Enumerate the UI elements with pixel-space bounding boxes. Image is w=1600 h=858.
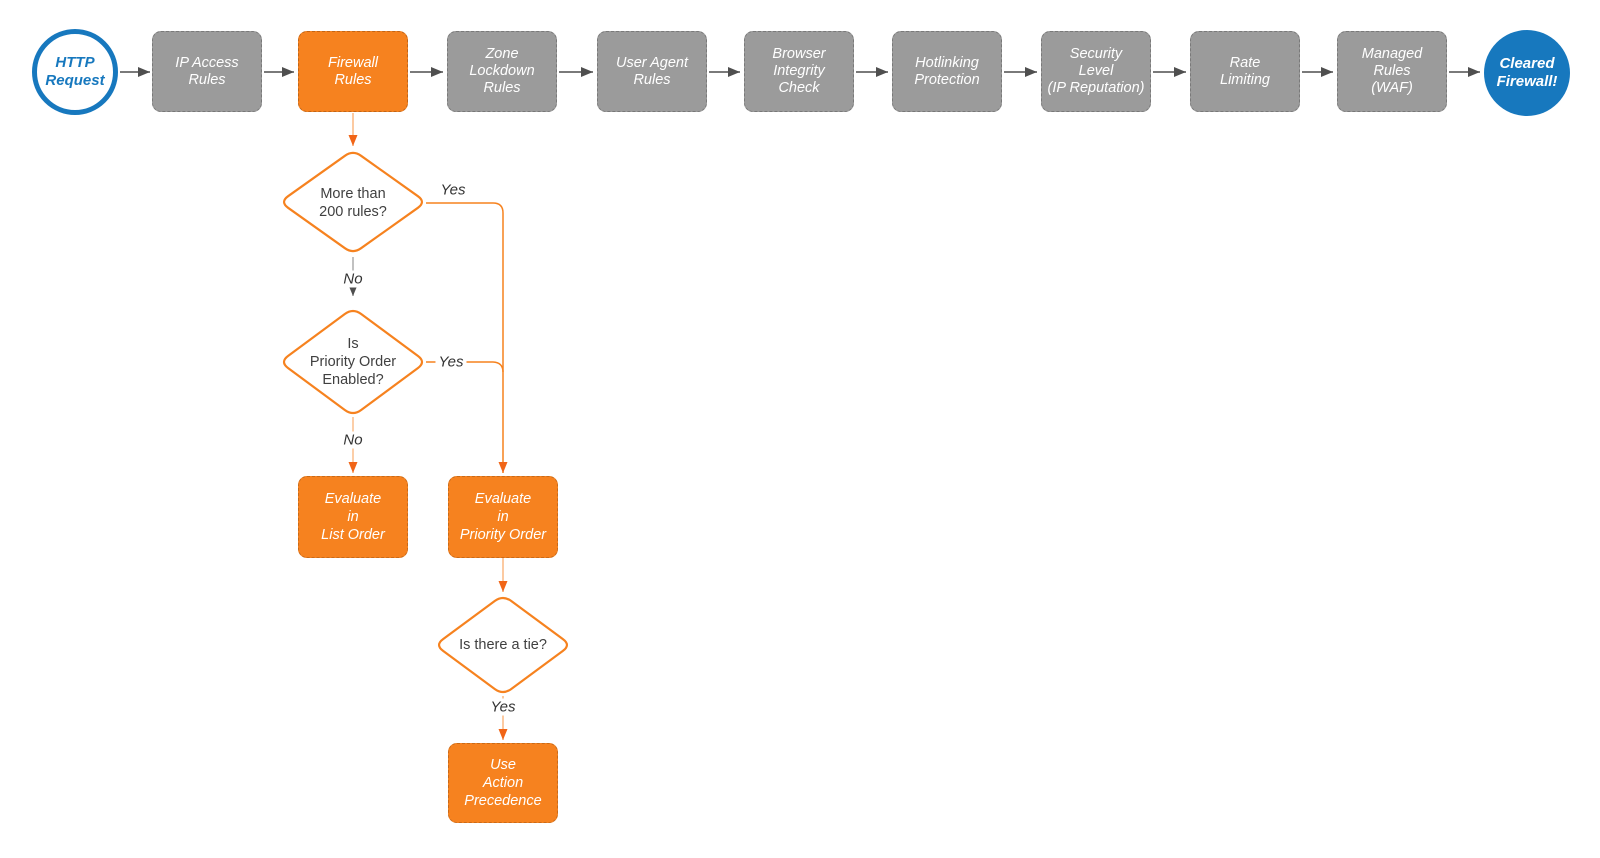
decision-label-200-rules: More than 200 rules?	[319, 186, 387, 220]
edge-label-yes-2: Yes	[435, 353, 467, 371]
stage-box-user-agent-rules: User Agent Rules	[597, 31, 707, 112]
decision-diamond-200-rules	[282, 151, 424, 253]
end-node-cleared-firewall: Cleared Firewall!	[1484, 30, 1570, 116]
stage-box-zone-lockdown-rules: Zone Lockdown Rules	[447, 31, 557, 112]
stage-box-security-level: Security Level (IP Reputation)	[1041, 31, 1151, 112]
decision-label-tie: Is there a tie?	[459, 637, 547, 653]
decision-diamond-priority-order	[282, 309, 424, 415]
outcome-box-use-action-precedence: Use Action Precedence	[448, 743, 558, 823]
start-node-http-request: HTTP Request	[32, 29, 118, 115]
outcome-box-evaluate-priority-order: Evaluate in Priority Order	[448, 476, 558, 558]
connector-yes-1	[426, 202, 508, 473]
edge-label-yes-3: Yes	[487, 698, 519, 716]
stage-box-firewall-rules: Firewall Rules	[298, 31, 408, 112]
connector-yes-2	[426, 361, 504, 373]
stage-box-ip-access-rules: IP Access Rules	[152, 31, 262, 112]
decision-label-priority-order: Is Priority Order Enabled?	[309, 336, 397, 388]
outcome-box-evaluate-list-order: Evaluate in List Order	[298, 476, 408, 558]
stage-box-managed-rules-waf: Managed Rules (WAF)	[1337, 31, 1447, 112]
stage-box-hotlinking-protection: Hotlinking Protection	[892, 31, 1002, 112]
edge-label-yes-1: Yes	[437, 181, 469, 199]
edge-label-no-2: No	[340, 431, 366, 449]
edge-label-no-1: No	[340, 270, 366, 288]
stage-box-rate-limiting: Rate Limiting	[1190, 31, 1300, 112]
stage-box-browser-integrity-check: Browser Integrity Check	[744, 31, 854, 112]
decision-diamond-tie	[437, 596, 569, 694]
